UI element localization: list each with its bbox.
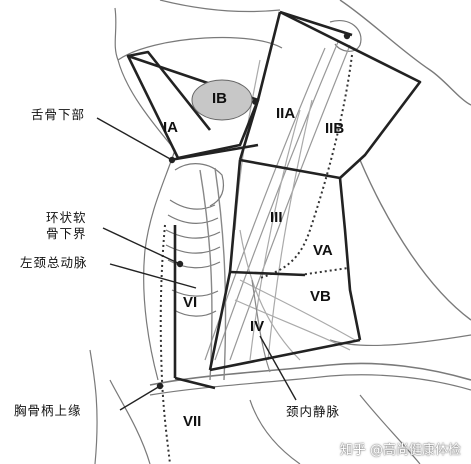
watermark: 知乎 @高尚健康体检 xyxy=(339,443,461,458)
dotted-guides xyxy=(159,54,353,464)
label-cricoid-line2: 骨下界 xyxy=(46,226,87,241)
label-cricoid-line1: 环状软 xyxy=(46,210,87,225)
zone-ia: IA xyxy=(163,119,178,136)
zone-ib: IB xyxy=(212,90,227,107)
submandibular-gland xyxy=(191,79,253,121)
label-left-carotid: 左颈总动脉 xyxy=(20,255,88,270)
label-hyoid-lower: 舌骨下部 xyxy=(31,107,86,122)
zone-iib: IIB xyxy=(325,120,344,137)
zone-iv: IV xyxy=(250,318,264,335)
zone-vb: VB xyxy=(310,288,331,305)
label-internal-jugular: 颈内静脉 xyxy=(286,404,341,419)
zone-iia: IIA xyxy=(276,105,295,122)
zone-iii: III xyxy=(270,209,283,226)
label-sternal-notch: 胸骨柄上缘 xyxy=(14,403,82,418)
zone-vii: VII xyxy=(183,413,201,430)
zone-vi: VI xyxy=(183,294,197,311)
leader-lines xyxy=(96,117,297,411)
zone-va: VA xyxy=(313,242,333,259)
level-boundaries xyxy=(126,10,422,390)
